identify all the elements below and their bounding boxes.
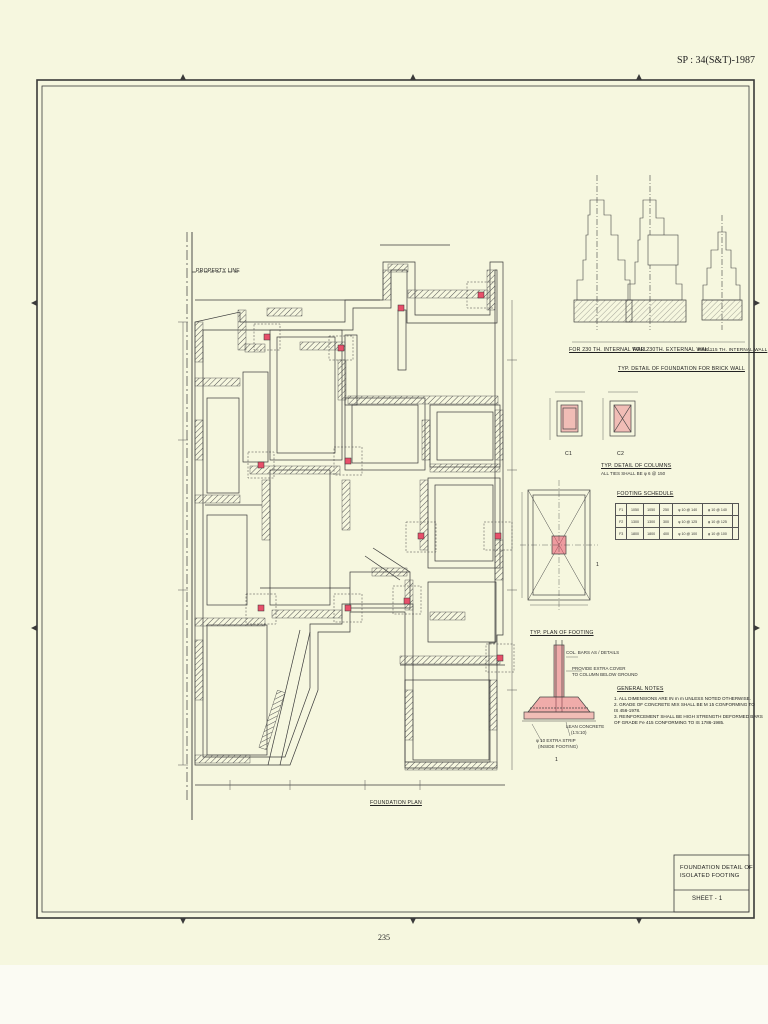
schedule-cell: 1300 [642, 515, 660, 528]
column-c1-label: C1 [565, 451, 573, 457]
general-note-line: 1. ALL DIMENSIONS ARE IN m m UNLESS NOTE… [614, 696, 752, 701]
section-marker: 1 [555, 757, 559, 763]
border-ticks [31, 74, 760, 924]
inside-footing-note: (INSIDE FOOTING) [538, 744, 578, 749]
title-block-line1: FOUNDATION DETAIL OF [680, 865, 753, 871]
schedule-cell: 1800 [626, 527, 644, 540]
column-details [549, 391, 638, 440]
caption-230-external: FOR 230TH. EXTERNAL WALL [633, 347, 712, 353]
caption-230-internal: FOR 230 TH. INTERNAL WALL [569, 347, 648, 353]
footing-schedule-title: FOOTING SCHEDULE [617, 491, 674, 497]
sheet-number: SHEET - 1 [692, 896, 723, 902]
schedule-cell: φ 10 @ 125 [702, 515, 733, 528]
schedule-cell: F2 [614, 515, 628, 528]
property-line-label: PROPERTY LINE [196, 268, 240, 274]
lean-mix-note: (1:5:10) [571, 730, 587, 735]
lean-concrete-note: LEAN CONCRETE [566, 724, 605, 729]
extra-cover-note: PROVIDE EXTRA COVER [572, 666, 626, 671]
schedule-cell: 1050 [626, 503, 644, 516]
schedule-cell: φ 10 @ 140 [672, 503, 704, 516]
footing-outlines [245, 281, 515, 673]
bottom-bars-note: φ 10 EXTRA STRIP [536, 738, 576, 743]
schedule-cell: F3 [614, 527, 628, 540]
schedule-cell: φ 10 @ 100 [702, 527, 733, 540]
column-c2-label: C2 [617, 451, 625, 457]
wall-detail-title: TYP. DETAIL OF FOUNDATION FOR BRICK WALL [618, 366, 745, 372]
footing-schedule-table: F1 1050 1050 250 φ 10 @ 140 φ 10 @ 140 F… [614, 503, 740, 540]
schedule-cell: φ 10 @ 125 [672, 515, 704, 528]
schedule-cell [731, 527, 740, 540]
schedule-cell: 400 [658, 527, 674, 540]
schedule-cell: 1300 [626, 515, 644, 528]
schedule-cell [731, 503, 740, 516]
schedule-row: F3 1800 1800 400 φ 10 @ 100 φ 10 @ 100 [614, 527, 740, 540]
general-note-line: 2. GRADE OF CONCRETE MIX SHALL BE M 15 C… [614, 702, 755, 707]
footing-plan-title: TYP. PLAN OF FOOTING [530, 630, 594, 636]
schedule-row: F1 1050 1050 250 φ 10 @ 140 φ 10 @ 140 [614, 503, 740, 516]
column-below-note: TO COLUMN BELOW GROUND [572, 672, 638, 677]
col-bars-note: COL. BARS AS / DETAILS [566, 650, 620, 655]
schedule-cell [731, 515, 740, 528]
footing-plan-marker: 1 [596, 562, 600, 568]
wall-hatching [194, 263, 504, 771]
schedule-cell: F1 [614, 503, 628, 516]
foundation-plan-title: FOUNDATION PLAN [370, 800, 422, 806]
footing-plan-detail [520, 480, 598, 610]
wall-foundation-details [572, 175, 745, 343]
schedule-cell: 1800 [642, 527, 660, 540]
drawing-sheet: SP : 34(S&T)-1987 [0, 0, 768, 965]
general-note-line: OF GRADE Fe 415 CONFORMING TO IS 1786-19… [614, 720, 725, 725]
general-note-line: 3. REINFORCEMENT SHALL BE HIGH STRENGTH … [614, 714, 763, 719]
standard-reference: SP : 34(S&T)-1987 [677, 55, 755, 66]
general-notes-list: 1. ALL DIMENSIONS ARE IN m m UNLESS NOTE… [614, 696, 763, 726]
schedule-cell: φ 10 @ 100 [672, 527, 704, 540]
column-markers [257, 291, 504, 662]
general-note-line: IS 456-1978. [614, 708, 641, 713]
plan-dimension-lines [178, 300, 517, 790]
sheet-border [36, 79, 755, 919]
page-number: 235 [378, 933, 390, 942]
schedule-row: F2 1300 1300 300 φ 10 @ 125 φ 10 @ 125 [614, 515, 740, 528]
caption-115-internal: FOR 115 TH. INTERNAL WALL [698, 347, 768, 352]
column-detail-title: TYP. DETAIL OF COLUMNS [601, 463, 672, 469]
schedule-cell: 300 [658, 515, 674, 528]
footing-section-detail [522, 640, 596, 743]
title-block-line2: ISOLATED FOOTING [680, 873, 740, 879]
title-block [673, 854, 750, 913]
drawing-canvas [31, 74, 760, 924]
schedule-cell: 250 [658, 503, 674, 516]
column-detail-subtitle: ALL TIES SHALL BE φ 6 @ 150 [601, 471, 666, 476]
general-notes-title: GENERAL NOTES [617, 686, 664, 692]
schedule-cell: φ 10 @ 140 [702, 503, 733, 516]
schedule-cell: 1050 [642, 503, 660, 516]
